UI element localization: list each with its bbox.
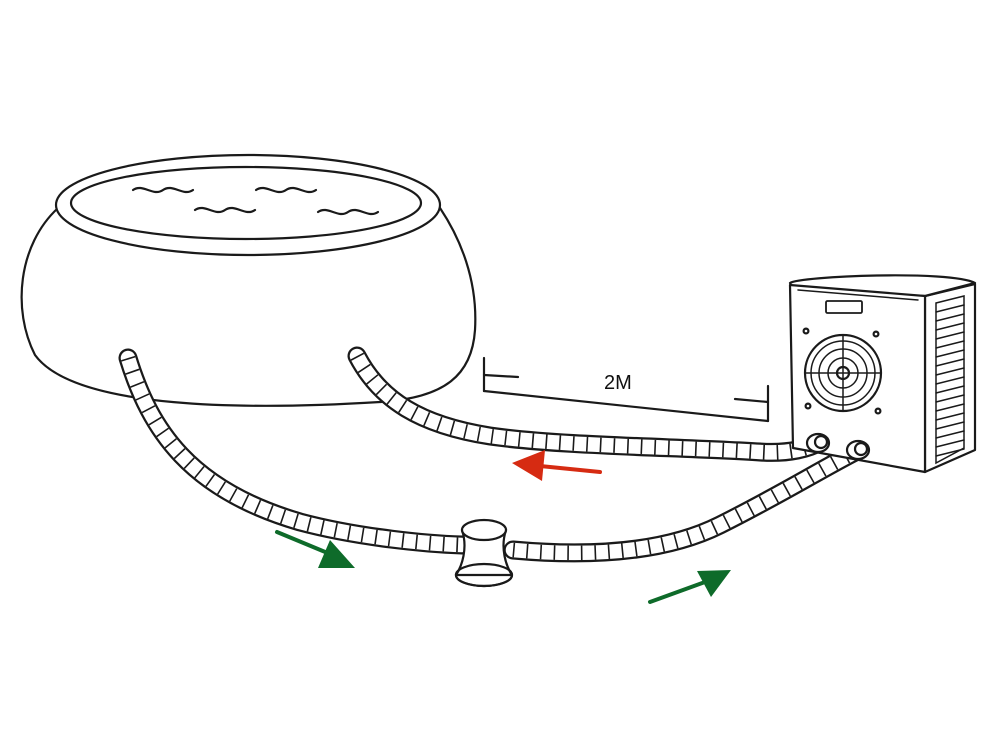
hose-outlet-to-filter — [118, 348, 472, 555]
flow-arrow-to-heatpump-icon — [648, 570, 731, 604]
heat-pump-outlet-connector — [805, 432, 831, 454]
flow-arrow-to-filter-icon — [275, 530, 355, 568]
spa-pool-icon — [20, 153, 477, 407]
fan-icon — [803, 333, 883, 413]
display-icon — [825, 300, 863, 314]
heat-pump-inlet-connector — [845, 439, 871, 461]
return-flow-arrow-icon — [512, 450, 602, 481]
dimension-line: 2M — [482, 356, 770, 423]
dimension-label: 2M — [604, 372, 632, 394]
heat-pump-icon — [788, 274, 977, 474]
heat-pump-side-grille — [935, 295, 965, 465]
filter-pump-icon — [454, 518, 514, 588]
hose-filter-to-heatpump — [503, 442, 865, 563]
hose-heatpump-to-pool — [347, 346, 830, 462]
